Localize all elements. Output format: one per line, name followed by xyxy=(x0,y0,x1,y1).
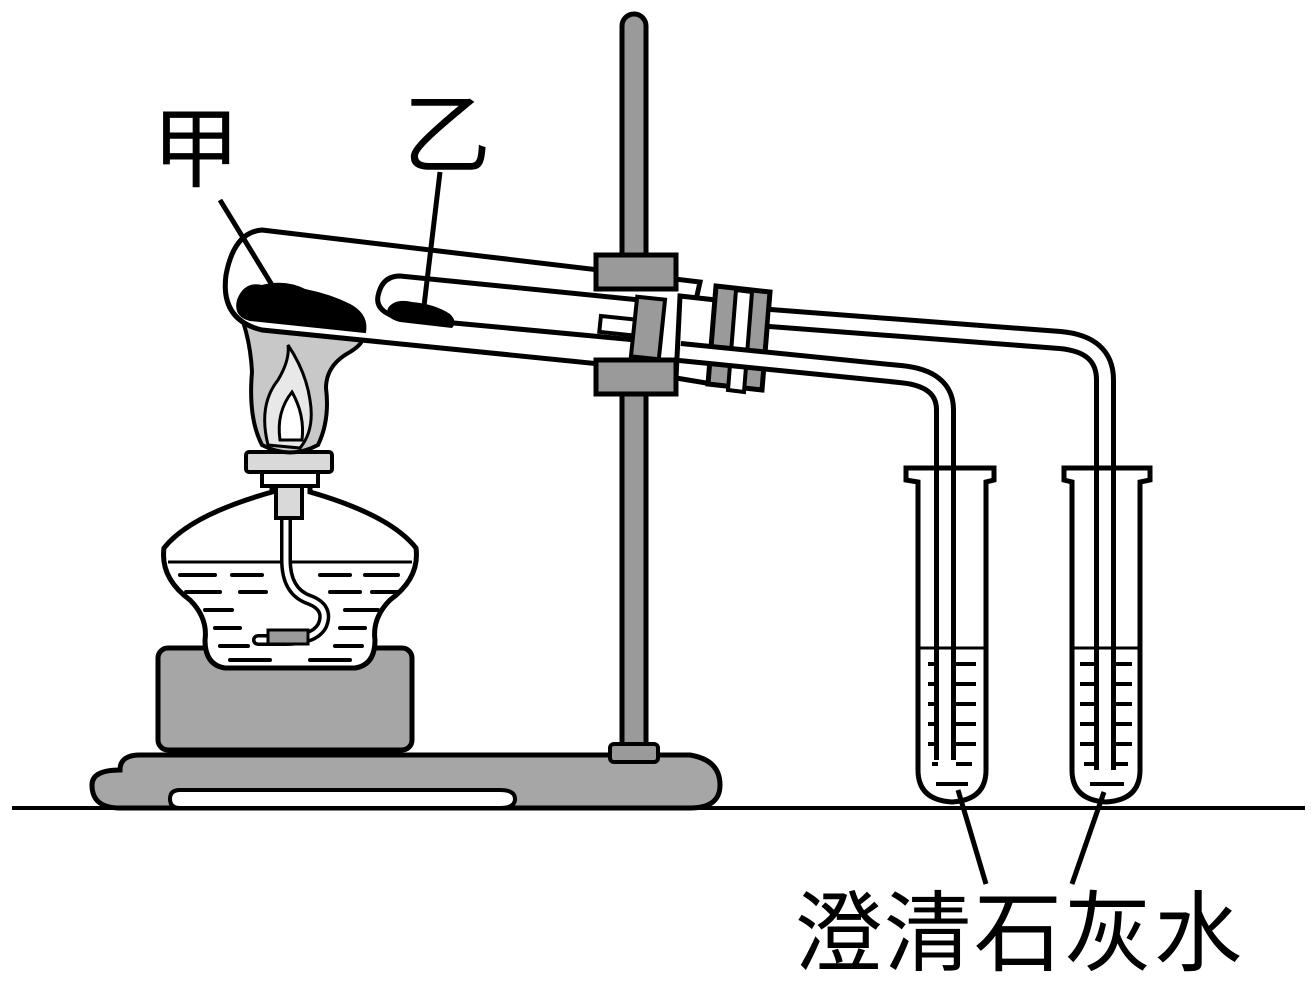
leader-line-jia xyxy=(220,200,272,285)
label-yi: 乙 xyxy=(403,84,492,187)
iron-stand-base xyxy=(92,755,720,808)
rubber-stopper xyxy=(676,286,770,392)
leader-line-lime-left xyxy=(958,790,986,884)
rod-foot xyxy=(610,744,658,762)
leader-line-lime-right xyxy=(1072,792,1104,884)
delivery-tube-right xyxy=(770,318,1105,770)
collecting-tube-right xyxy=(1064,468,1150,802)
small-test-tube xyxy=(378,276,665,359)
clamp-upper xyxy=(596,255,676,289)
alcohol-lamp xyxy=(164,452,417,668)
leader-line-yi xyxy=(424,172,440,306)
collecting-tube-left xyxy=(906,468,994,802)
delivery-tube-left xyxy=(680,352,945,760)
label-lime-water: 澄清石灰水 xyxy=(794,882,1245,985)
label-jia: 甲 xyxy=(152,98,241,201)
clamp-lower xyxy=(596,360,676,394)
